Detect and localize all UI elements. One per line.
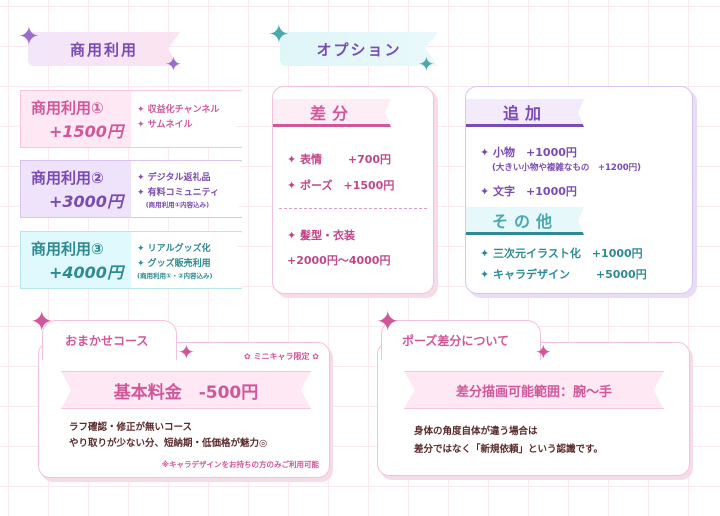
section-tag-options: オプション [280, 32, 438, 66]
pose-range: 差分描画可能範囲：腕〜手 [455, 384, 612, 400]
pose-description: 差分ではなく「新規依頼」という認識です。 [414, 444, 604, 455]
other-item: ✦ 三次元イラスト化 +1000円 [480, 247, 643, 260]
plan-name: 商用利用③ [31, 239, 104, 258]
price-card-commercial-3: 商用利用③ +4000円 ✦ リアルグッズ化 ✦ グッズ販売利用 (商用利用①・②内容… [20, 231, 242, 289]
section-title: 商用利用 [69, 40, 138, 59]
omakase-ribbon: 基本料金 -500円 [61, 371, 311, 409]
other-header: その他 [466, 207, 584, 235]
pose-ribbon: 差分描画可能範囲：腕〜手 [404, 371, 664, 409]
sparkle-icon: ✦ [376, 305, 400, 338]
diff-title: 差分 [309, 103, 354, 123]
add-card: 追加 ✦ 小物 +1000円 (大きい小物や複雑なもの +1200円) ✦ 文字… [465, 86, 693, 294]
other-title: その他 [491, 211, 558, 231]
omakase-description: やり取りが少ない分、短納期・低価格が魅力◎ [69, 438, 268, 449]
sparkle-icon: ✦ [178, 340, 195, 364]
omakase-note: ※キャラデザインをお持ちの方のみご利用可能 [161, 460, 319, 469]
dashed-divider [279, 208, 427, 209]
plan-item: ✦ グッズ販売利用 [137, 259, 211, 269]
base-fee: 基本料金 -500円 [113, 382, 259, 403]
sparkle-icon: ✦ [535, 340, 552, 364]
omakase-card: ✿ ミニキャラ限定 ✿ 基本料金 -500円 ラフ確認・修正が無いコース やり取… [38, 342, 330, 478]
price-card-commercial-1: 商用利用① +1500円 ✦ 収益化チャンネル ✦ サムネイル [20, 90, 242, 148]
price-card-commercial-2: 商用利用② +3000円 ✦ デジタル返礼品 ✦ 有料コミュニティ (商用利用①内容込… [20, 160, 242, 218]
pose-title: ポーズ差分について [402, 334, 510, 348]
sparkle-icon: ✦ [165, 52, 182, 76]
section-title: オプション [316, 40, 402, 59]
diff-header: 差分 [273, 99, 391, 127]
diff-item: +2000円〜4000円 [287, 254, 391, 267]
omakase-tab: おまかせコース [42, 320, 177, 360]
plan-item: ✦ サムネイル [137, 120, 193, 130]
add-item-note: (大きい小物や複雑なもの +1200円) [492, 163, 642, 173]
omakase-description: ラフ確認・修正が無いコース [69, 422, 193, 433]
plan-note: (商用利用①内容込み) [145, 201, 210, 209]
add-header: 追加 [466, 99, 584, 127]
sparkle-icon: ✦ [18, 22, 40, 52]
mini-chara-badge: ✿ ミニキャラ限定 ✿ [244, 352, 319, 361]
plan-note: (商用利用①・②内容込み) [137, 272, 213, 280]
omakase-title: おまかせコース [65, 334, 149, 348]
sparkle-icon: ✦ [418, 52, 435, 76]
diff-item: ✦ 表情 +700円 [287, 153, 392, 166]
plan-item: ✦ デジタル返礼品 [137, 173, 211, 183]
pose-tab: ポーズ差分について [381, 320, 541, 360]
plan-price: +4000円 [49, 262, 123, 282]
plan-item: ✦ 収益化チャンネル [137, 105, 220, 115]
add-item: ✦ 文字 +1000円 [480, 185, 577, 198]
other-item: ✦ キャラデザイン +5000円 [480, 268, 647, 281]
plan-name: 商用利用② [31, 168, 104, 187]
pose-card: 差分描画可能範囲：腕〜手 身体の角度自体が違う場合は 差分ではなく「新規依頼」と… [377, 342, 690, 476]
add-item: ✦ 小物 +1000円 [480, 146, 577, 159]
plan-item: ✦ リアルグッズ化 [137, 244, 211, 254]
sparkle-icon: ✦ [30, 305, 54, 338]
plan-price: +1500円 [49, 121, 123, 141]
diff-card: 差分 ✦ 表情 +700円 ✦ ポーズ +1500円 ✦ 髪型・衣装 +2000… [272, 86, 434, 294]
plan-price: +3000円 [49, 191, 123, 211]
sparkle-icon: ✦ [268, 20, 290, 50]
pose-description: 身体の角度自体が違う場合は [414, 426, 538, 437]
plan-item: ✦ 有料コミュニティ [137, 188, 220, 198]
diff-item: ✦ ポーズ +1500円 [287, 179, 395, 192]
section-tag-commercial: 商用利用 [28, 32, 180, 66]
add-title: 追加 [502, 103, 547, 123]
plan-name: 商用利用① [31, 98, 104, 117]
diff-item: ✦ 髪型・衣装 [287, 229, 356, 242]
